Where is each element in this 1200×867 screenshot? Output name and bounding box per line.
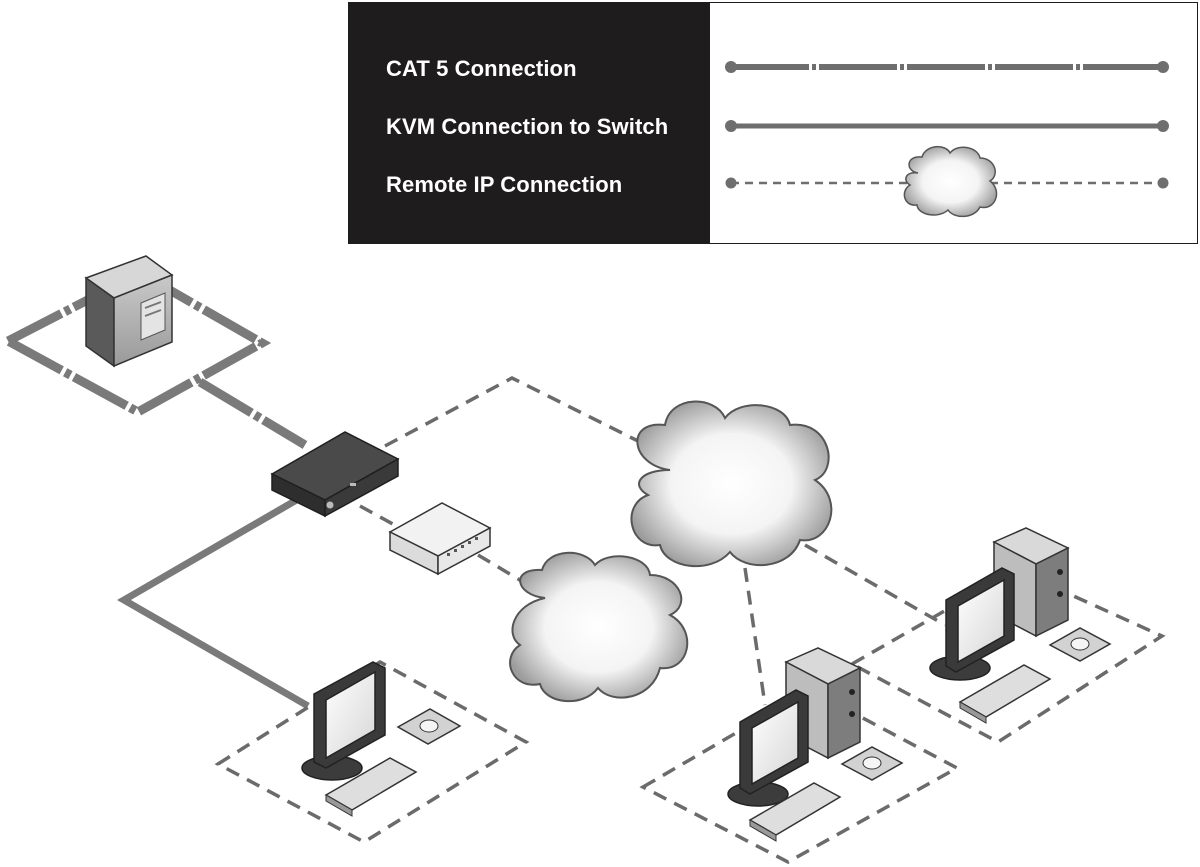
legend-sample-kvm xyxy=(725,120,1169,132)
ip-connection-switch-to-hub xyxy=(359,504,401,530)
desktop-computer-icon xyxy=(929,527,1112,724)
cloud-upper xyxy=(630,400,833,568)
network-hub-icon xyxy=(388,502,492,576)
legend-label-remote-ip: Remote IP Connection xyxy=(386,172,623,197)
kvm-connection-switch-to-station xyxy=(117,494,310,710)
cloud-icon xyxy=(509,551,689,702)
remote-station-2 xyxy=(929,527,1112,724)
server xyxy=(84,255,174,368)
ip-connection-cloud-upper-to-station-1 xyxy=(743,567,767,706)
workstation-icon xyxy=(301,661,462,817)
remote-station-1 xyxy=(727,647,904,842)
ip-connection-switch-to-cloud-upper xyxy=(384,376,661,454)
tower-server-icon xyxy=(84,255,174,368)
connection-lines xyxy=(0,267,1166,864)
legend-sample-cat5 xyxy=(725,61,1169,73)
kvm-switch xyxy=(270,431,400,518)
cloud-lower xyxy=(509,551,689,702)
ip-connection-cloud-upper-to-station-2 xyxy=(804,543,946,627)
local-station xyxy=(301,661,462,817)
cloud-icon xyxy=(630,400,833,568)
legend-line-samples xyxy=(725,61,1169,218)
legend-label-kvm: KVM Connection to Switch xyxy=(386,114,669,139)
network-hub xyxy=(388,502,492,576)
legend-label-panel: CAT 5 Connection KVM Connection to Switc… xyxy=(349,3,710,243)
cloud-icon xyxy=(903,146,998,218)
desktop-computer-icon xyxy=(727,647,904,842)
kvm-switch-icon xyxy=(270,431,400,518)
legend-label-cat5: CAT 5 Connection xyxy=(386,56,577,81)
legend: CAT 5 Connection KVM Connection to Switc… xyxy=(348,2,1198,244)
cat5-connection-server-to-switch xyxy=(197,378,308,449)
ip-connection-hub-to-cloud-lower xyxy=(477,553,541,594)
legend-sample-remote-ip xyxy=(725,146,1169,218)
